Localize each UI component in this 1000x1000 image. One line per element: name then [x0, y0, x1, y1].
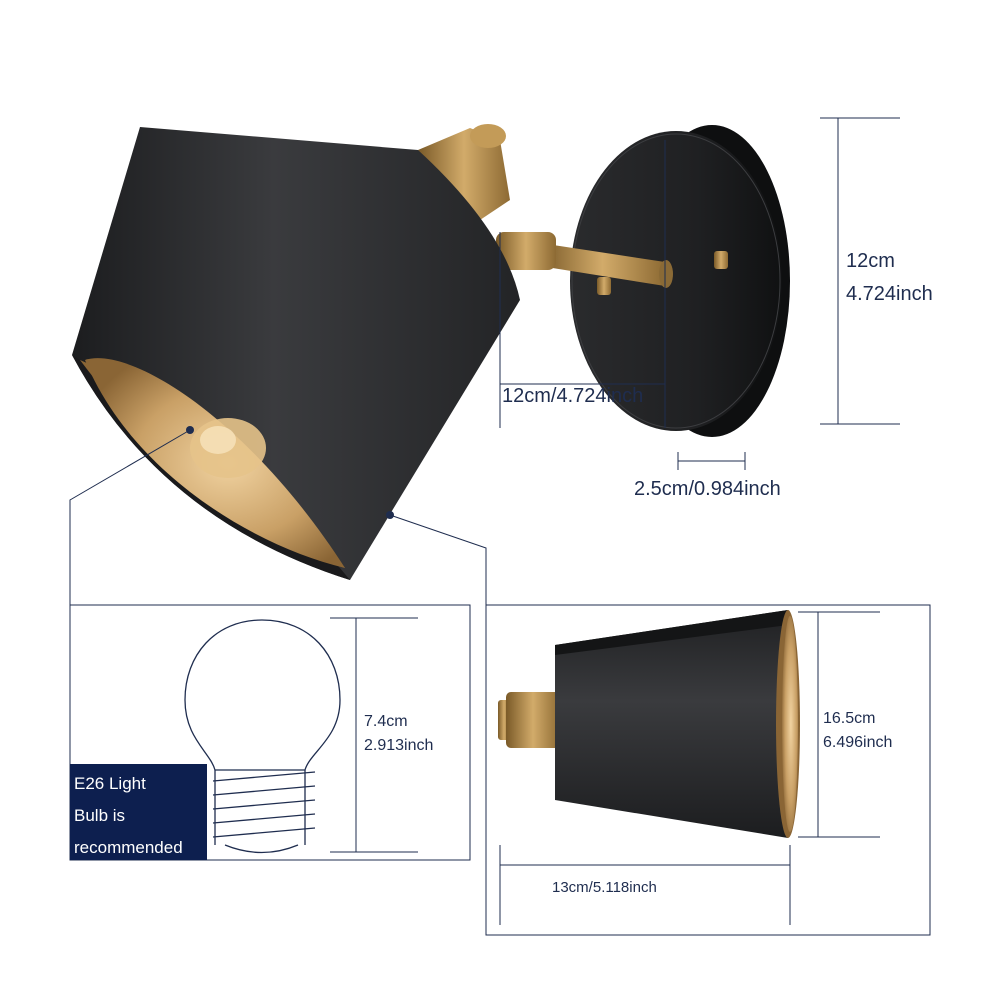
brass-arm	[496, 232, 673, 288]
side-shade	[498, 610, 800, 838]
plate-height-cm: 12cm	[846, 250, 895, 272]
badge-line-3: recommended	[74, 838, 183, 857]
wall-plate	[570, 125, 790, 437]
badge-line-2: Bulb is	[74, 806, 126, 825]
bulb-dimension-lines	[330, 617, 418, 853]
shade-dimension-lines	[499, 611, 880, 925]
callout-lines	[69, 429, 487, 605]
plate-screw	[597, 251, 728, 295]
shade-height-in: 6.496inch	[823, 734, 892, 751]
badge-line-1: E26 Light	[74, 774, 146, 793]
plate-height-in: 4.724inch	[846, 283, 933, 305]
shade-interior	[80, 358, 345, 568]
plate-width-label: 12cm/4.724inch	[502, 385, 643, 407]
plate-depth-label: 2.5cm/0.984inch	[634, 478, 781, 500]
main-lamp	[72, 124, 790, 580]
bulb-height-in: 2.913inch	[364, 737, 433, 754]
shade-height-cm: 16.5cm	[823, 710, 875, 727]
shade-length-label: 13cm/5.118inch	[552, 879, 657, 896]
bulb-height-cm: 7.4cm	[364, 713, 408, 730]
plate-dimension-lines	[499, 117, 900, 470]
bulb-recommendation-badge: E26 Light Bulb is recommended	[70, 764, 207, 860]
bulb-outline	[184, 619, 341, 854]
